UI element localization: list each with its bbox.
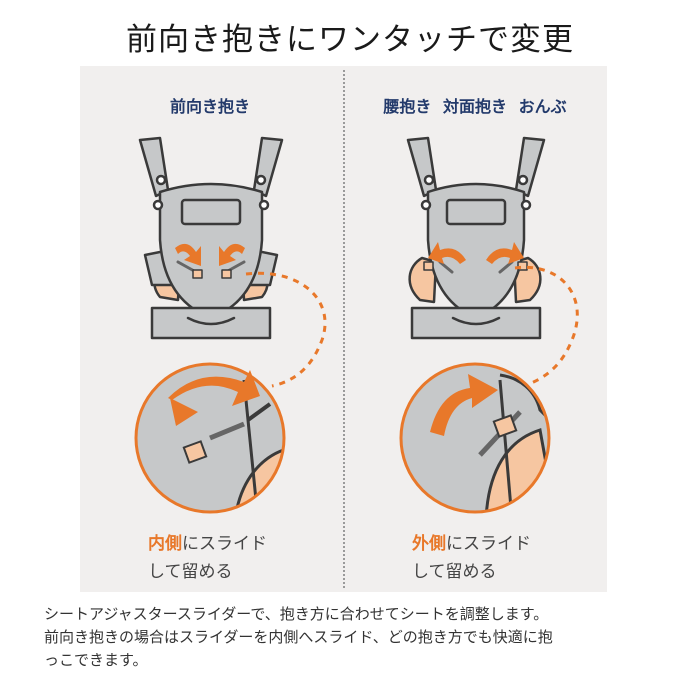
right-zoom-circle [399,362,551,514]
right-caption-line2: して留める [412,562,497,582]
description-line3: っこできます。 [44,651,148,669]
left-caption: 内側にスライド して留める [148,530,267,586]
left-caption-highlight: 内側 [148,534,182,554]
description: シートアジャスタースライダーで、抱き方に合わせてシートを調整します。 前向き抱き… [44,603,674,672]
right-callout-line [514,265,579,388]
left-zoom-circle [134,362,286,514]
left-panel-title: 前向き抱き [169,97,250,116]
description-line2: 前向き抱きの場合はスライダーを内側へスライド、どの抱き方でも快適に抱 [44,628,553,646]
right-caption-line1: にスライド [446,534,531,554]
left-carrier-illustration [138,136,284,340]
panel-divider [343,70,345,588]
right-panel-title: 腰抱き 対面抱き おんぶ [383,97,567,116]
right-caption-highlight: 外側 [412,534,446,554]
left-caption-line2: して留める [148,562,233,582]
right-caption: 外側にスライド して留める [412,530,531,586]
left-callout-line [245,271,327,388]
headline: 前向き抱きにワンタッチで変更 [126,22,574,58]
description-line1: シートアジャスタースライダーで、抱き方に合わせてシートを調整します。 [44,605,549,623]
right-carrier-illustration [406,136,546,340]
right-arrow-icon [428,242,524,264]
left-caption-line1: にスライド [182,534,267,554]
left-arrow-icon [175,243,245,266]
